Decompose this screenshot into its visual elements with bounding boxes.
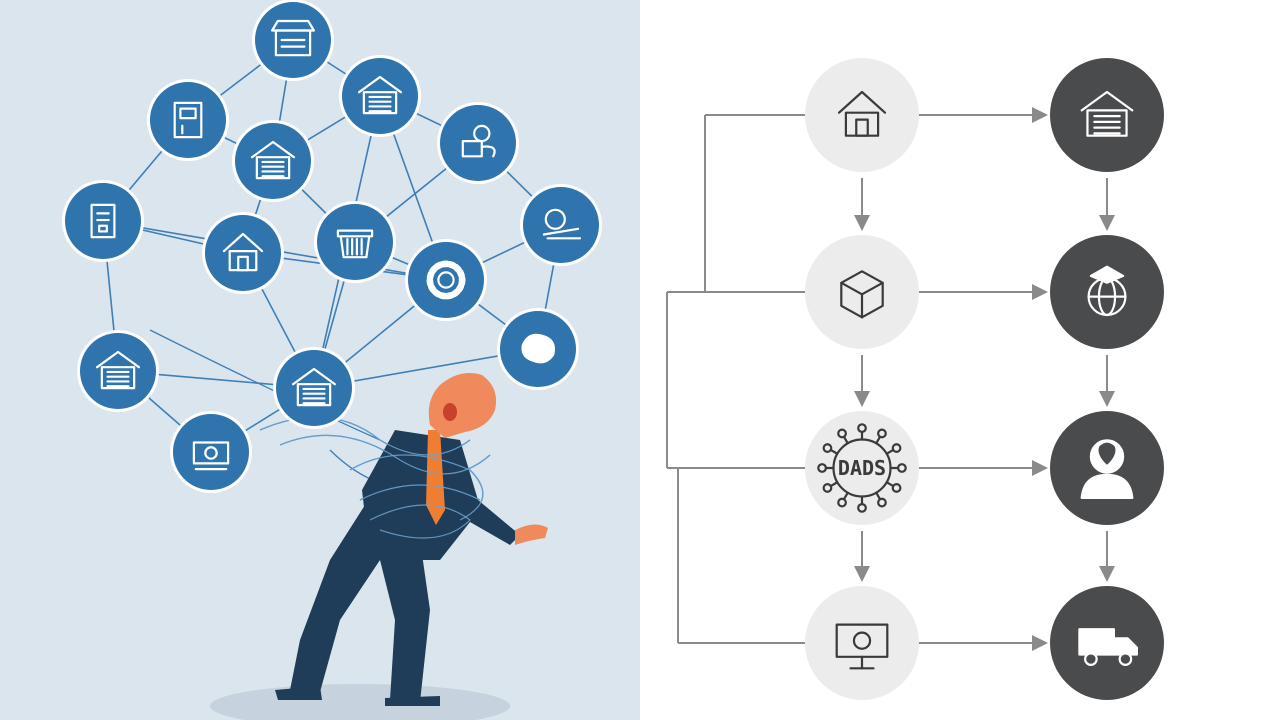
building-icon [147, 79, 229, 161]
user-location-icon [1050, 411, 1164, 525]
wire-overlay [349, 454, 484, 521]
network-nodes [62, 0, 602, 493]
right-shoe [385, 696, 440, 706]
globe-icon [1050, 235, 1164, 349]
map-icon [497, 308, 579, 390]
garage-icon [1050, 58, 1164, 172]
wire-overlay [369, 504, 471, 539]
open-mouth [443, 403, 457, 421]
process-flow-diagram: DADS [666, 58, 1164, 700]
left-shoe [275, 686, 322, 700]
right-flow-panel: DADS [640, 0, 1280, 720]
warehouse-icon [339, 55, 421, 137]
warehouse-icon [232, 120, 314, 202]
house-icon [805, 58, 919, 172]
gear-icon [405, 239, 487, 321]
store-icon [252, 0, 334, 81]
warehouse-icon [77, 330, 159, 412]
package-icon [805, 235, 919, 349]
wire-overlay [279, 434, 491, 475]
house-icon [202, 212, 284, 294]
hand-icon [437, 102, 519, 184]
head [428, 372, 497, 438]
flow-connectors [666, 107, 1115, 651]
network-hub-icon: DADS [805, 411, 919, 525]
document-icon [62, 180, 144, 262]
monitor-icon [805, 586, 919, 700]
node-label: DADS [838, 456, 886, 480]
recycle-icon [170, 411, 252, 493]
stressed-businessman [210, 372, 548, 720]
flow-nodes: DADS [805, 58, 1164, 700]
forklift-icon [520, 184, 602, 266]
left-illustration-panel [0, 0, 640, 720]
basket-icon [314, 201, 396, 283]
wire-overlay [359, 484, 481, 501]
delivery-truck-icon [1050, 586, 1164, 700]
warehouse-icon [273, 347, 355, 429]
supply-network-illustration [62, 0, 602, 720]
hand [515, 524, 548, 545]
ground-shadow [210, 684, 510, 720]
